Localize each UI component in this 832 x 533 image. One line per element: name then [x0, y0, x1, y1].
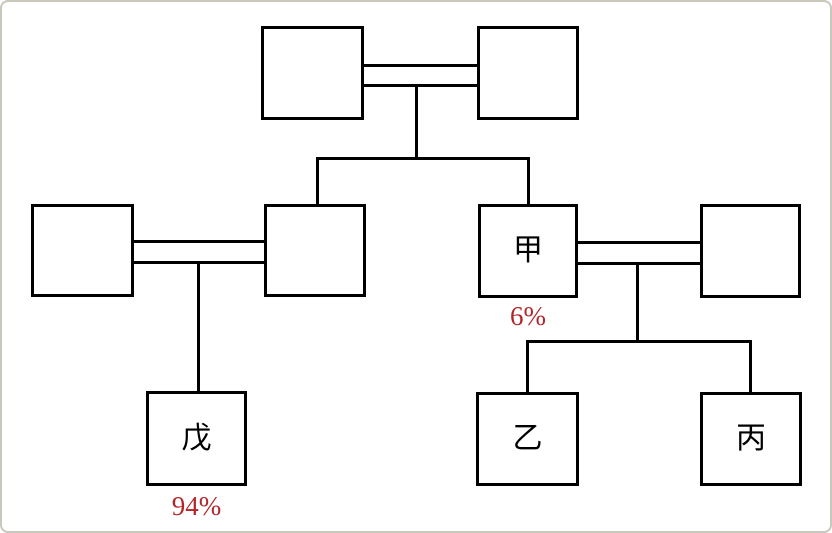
jia-percent: 6%	[510, 301, 546, 331]
connector-gen3-yi	[526, 340, 529, 392]
sibling-line-gen3	[526, 340, 752, 343]
wu-label: 戊	[181, 421, 212, 455]
box-grandparent-left	[261, 26, 364, 120]
marriage-line-right-upper	[578, 241, 700, 244]
box-bing: 丙	[700, 392, 802, 486]
box-yi: 乙	[476, 392, 579, 486]
marriage-line-top-lower	[364, 84, 477, 87]
box-left-child	[264, 204, 366, 297]
connector-gen3-bing	[749, 340, 752, 392]
box-spouse-far-right	[700, 204, 801, 298]
box-grandparent-right	[477, 26, 579, 120]
yi-label: 乙	[512, 422, 543, 455]
wu-percent: 94%	[171, 491, 222, 521]
connector-right-descent	[636, 265, 639, 343]
jia-label: 甲	[513, 234, 543, 267]
marriage-line-left-upper	[134, 240, 264, 243]
box-spouse-far-left	[31, 204, 134, 297]
sibling-line-gen2	[316, 157, 530, 160]
box-jia: 甲	[478, 204, 578, 298]
connector-left-descent-wu	[197, 264, 200, 391]
bing-label: 丙	[736, 422, 766, 455]
connector-top-descent	[415, 87, 418, 160]
connector-gen2-left-child	[316, 157, 319, 204]
connector-gen2-right-child	[527, 157, 530, 204]
marriage-line-right-lower	[578, 262, 700, 265]
marriage-line-top-upper	[364, 64, 477, 67]
marriage-line-left-lower	[134, 261, 264, 264]
box-wu: 戊	[146, 391, 247, 486]
